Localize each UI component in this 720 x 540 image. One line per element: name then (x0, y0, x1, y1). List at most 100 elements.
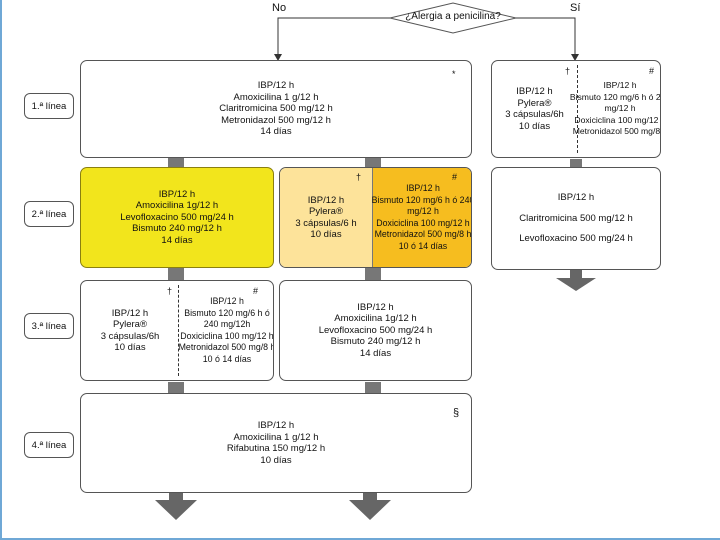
arrowhead-yes (571, 54, 579, 61)
connector-2-3-right (365, 268, 381, 280)
branch-label-yes: Sí (570, 2, 581, 14)
regimen-line: IBP/12 h (158, 188, 196, 200)
regimen-line: Bismuto 240 mg/12 h (132, 223, 222, 235)
footnote-mark-hash: # (649, 66, 655, 76)
footnote-mark-dagger: † (565, 66, 571, 76)
regimen-half-bismuth: IBP/12 h Bismuto 120 mg/6 h ó 240 mg/12 … (570, 61, 660, 157)
regimen-line: Rifabutina 150 mg/12 h (226, 443, 326, 454)
regimen-line: 3 cápsulas/6 h (295, 217, 357, 229)
regimen-line: Bismuto 120 mg/6 h ó 240 (569, 91, 661, 102)
regimen-line: mg/12 h (604, 103, 636, 114)
split-divider (178, 285, 179, 376)
regimen-line: Bismuto 120 mg/6 h ó 240 (371, 194, 472, 205)
regimen-line: IBP/12 h (406, 183, 440, 193)
regimen-line: Metronidazol 500 mg/8 h (178, 342, 274, 352)
regimen-line: IBP/12 h (516, 86, 553, 97)
regimen-fourth-line: IBP/12 h Amoxicilina 1 g/12 h Rifabutina… (80, 393, 472, 493)
regimen-line: Amoxicilina 1g/12 h (135, 200, 219, 212)
regimen-line: IBP/12 h (357, 301, 394, 313)
regimen-line: IBP/12 h (557, 192, 595, 204)
regimen-line: IBP/12 h (111, 307, 149, 319)
regimen-line: 3 cápsulas/6h (100, 330, 160, 342)
line-label-1: 1.ª línea (24, 93, 74, 119)
regimen-line: 10 días (310, 229, 342, 240)
connector-1-2-left (168, 157, 184, 168)
regimen-line: IBP/12 h (257, 420, 295, 431)
regimen-line: Amoxicilina 1g/12 h (334, 313, 417, 325)
regimen-half-pylera: IBP/12 h Pylera® 3 cápsulas/6h 10 días (492, 61, 577, 157)
branch-label-no: No (272, 2, 287, 14)
regimen-line: 3 cápsulas/6h (505, 109, 564, 120)
regimen-line: Levofloxacino 500 mg/24 h (318, 324, 433, 336)
slide-frame-left (0, 0, 2, 540)
regimen-half-pylera: IBP/12 h Pylera® 3 cápsulas/6h 10 días (81, 281, 179, 380)
regimen-line: Levofloxacino 500 mg/24 h (519, 233, 633, 245)
regimen-line: IBP/12 h (210, 296, 244, 306)
regimen-half-bismuth: IBP/12 h Bismuto 120 mg/6 h ó 240 mg/12h… (178, 281, 274, 380)
footnote-mark-dagger: † (167, 286, 173, 296)
regimen-line: Doxiciclina 100 mg/12 h (180, 330, 274, 341)
regimen-line: 240 mg/12h (203, 319, 251, 329)
regimen-line: mg/12 h (407, 206, 439, 216)
split-divider (372, 168, 373, 267)
regimen-first-line-yes: IBP/12 h Pylera® 3 cápsulas/6h 10 días I… (491, 60, 661, 158)
connector-2-3-left (168, 268, 184, 280)
regimen-half-pylera: IBP/12 h Pylera® 3 cápsulas/6 h 10 días (280, 168, 372, 267)
connector-3-4-right (365, 382, 381, 393)
regimen-second-line-bismuth: IBP/12 h Pylera® 3 cápsulas/6 h 10 días … (279, 167, 472, 268)
regimen-line: Doxiciclina 100 mg/12 h (376, 217, 470, 228)
regimen-line: Levofloxacino 500 mg/24 h (120, 211, 234, 223)
regimen-half-bismuth: IBP/12 h Bismuto 120 mg/6 h ó 240 mg/12 … (371, 168, 472, 267)
regimen-third-line-quadruple: IBP/12 h Amoxicilina 1g/12 h Levofloxaci… (279, 280, 472, 381)
regimen-second-line-yes: IBP/12 h Claritromicina 500 mg/12 h Levo… (491, 167, 661, 270)
connector-no (277, 17, 390, 56)
regimen-line: Bismuto 240 mg/12 h (330, 336, 421, 348)
down-arrow-left (155, 492, 197, 520)
regimen-line: 10 ó 14 días (398, 240, 448, 251)
arrowhead-no (274, 54, 282, 61)
regimen-line: 14 días (161, 234, 193, 246)
regimen-line: Pylera® (113, 319, 147, 330)
down-arrow-yes (556, 270, 596, 291)
regimen-line: Metronidazol 500 mg/12 h (221, 114, 331, 126)
down-arrow-right (349, 492, 391, 520)
regimen-line: IBP/12 h (257, 80, 295, 92)
regimen-line: 14 días (260, 126, 292, 138)
regimen-line: 10 días (260, 454, 292, 466)
regimen-line: Amoxicilina 1 g/12 h (233, 431, 319, 443)
regimen-line: IBP/12 h (603, 80, 637, 91)
regimen-third-line-bismuth: IBP/12 h Pylera® 3 cápsulas/6h 10 días I… (80, 280, 274, 381)
regimen-line: Amoxicilina 1 g/12 h (233, 91, 319, 103)
footnote-mark-asterisk: * (452, 69, 456, 79)
footnote-mark-section: § (453, 407, 460, 419)
connector-1-2-right (365, 157, 381, 168)
regimen-line: 14 días (359, 347, 392, 359)
line-label-3: 3.ª línea (24, 313, 74, 339)
regimen-line: 10 ó 14 días (202, 353, 252, 364)
split-divider (577, 65, 578, 153)
footnote-mark-hash: # (253, 286, 259, 296)
connector-3-4-left (168, 382, 184, 393)
regimen-line: 10 días (114, 342, 146, 353)
line-label-4: 4.ª línea (24, 432, 74, 458)
decision-question: ¿Alergia a penicilina? (405, 11, 501, 22)
connector-yes (516, 17, 576, 56)
slide-frame-bottom (0, 538, 720, 540)
regimen-line: Claritromicina 500 mg/12 h (519, 212, 633, 224)
regimen-first-line-no: IBP/12 h Amoxicilina 1 g/12 h Claritromi… (80, 60, 472, 158)
regimen-line: Metronidazol 500 mg/8 h (572, 126, 661, 137)
regimen-second-line-quadruple: IBP/12 h Amoxicilina 1g/12 h Levofloxaci… (80, 167, 274, 268)
regimen-line: Metronidazol 500 mg/8 h (374, 229, 472, 239)
regimen-line: IBP/12 h (307, 194, 345, 206)
regimen-line: Pylera® (517, 97, 552, 109)
regimen-line: Doxiciclina 100 mg/12 h (574, 114, 661, 125)
footnote-mark-dagger: † (356, 172, 362, 182)
footnote-mark-hash: # (452, 172, 458, 182)
regimen-line: Pylera® (309, 206, 343, 217)
connector-yes-1-2 (570, 159, 582, 168)
line-label-2: 2.ª línea (24, 201, 74, 227)
regimen-line: Claritromicina 500 mg/12 h (219, 103, 333, 115)
regimen-line: 10 días (518, 120, 551, 132)
regimen-line: Bismuto 120 mg/6 h ó (184, 307, 270, 318)
